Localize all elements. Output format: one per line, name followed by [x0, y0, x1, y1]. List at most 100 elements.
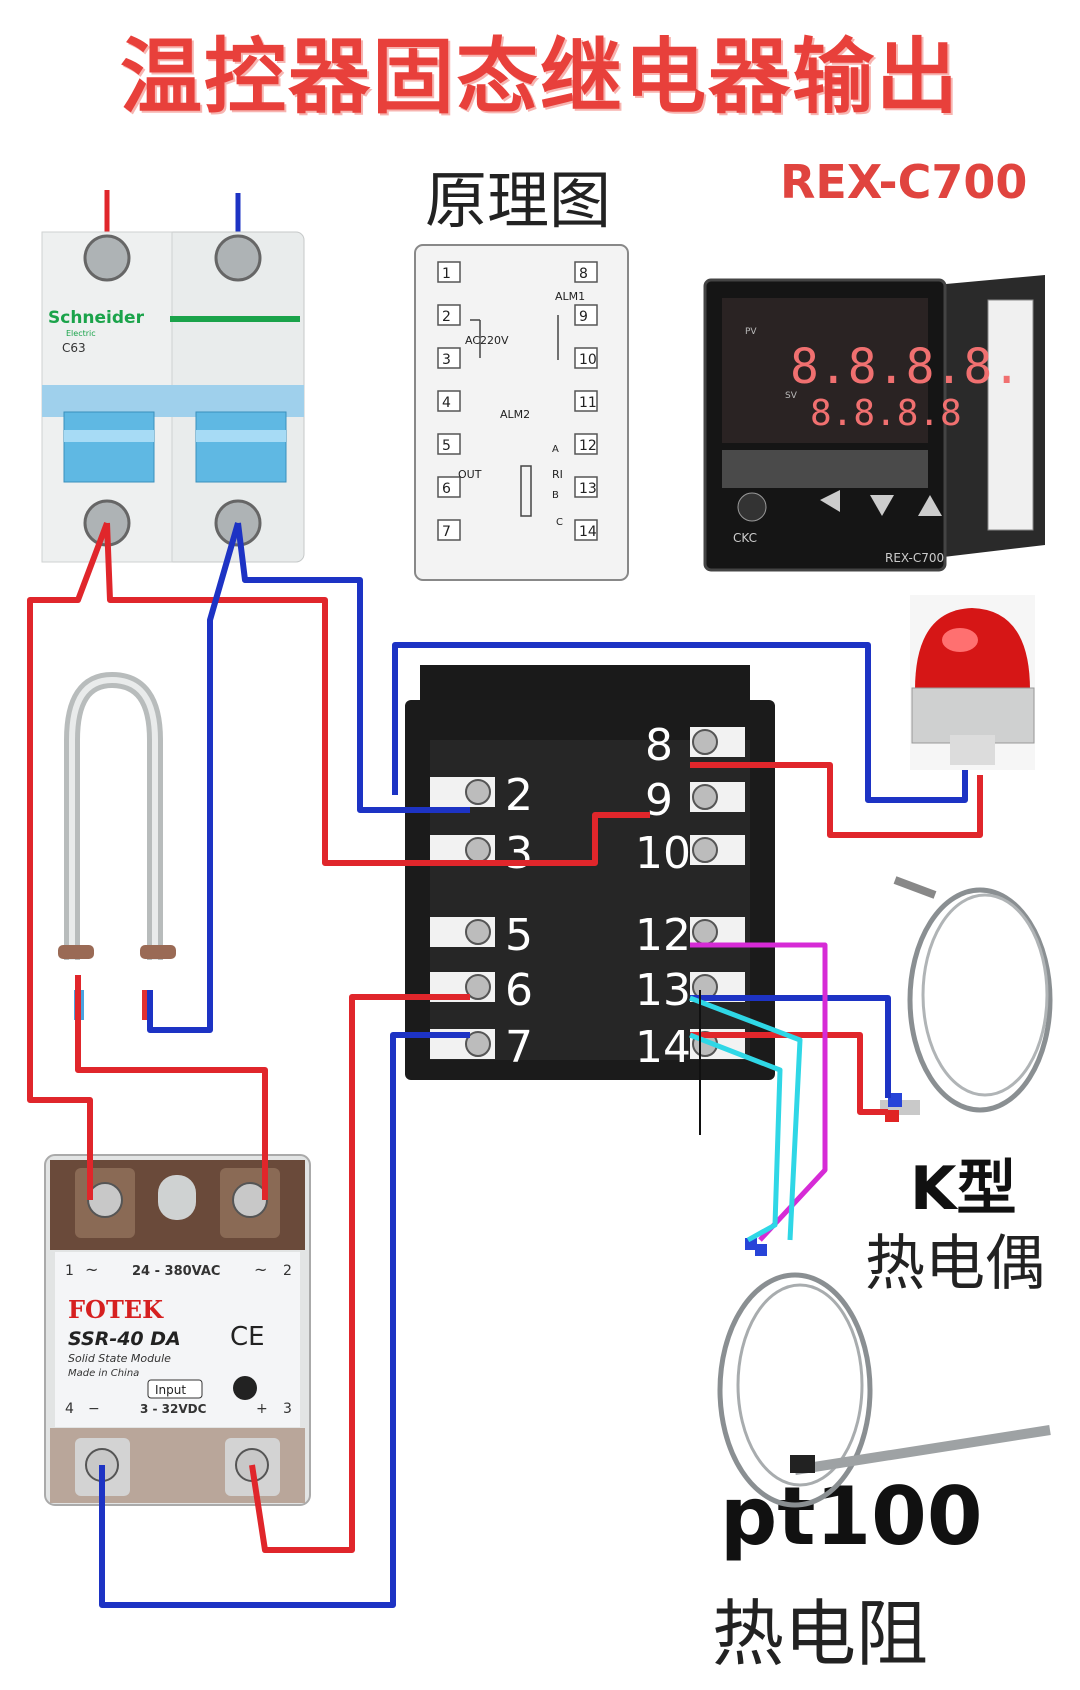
- ssr-led: [233, 1376, 257, 1400]
- terminal-label-right: 9: [645, 775, 673, 826]
- rtd-desc: 热电阻: [712, 1592, 929, 1676]
- schematic-ac-text: AC220V: [465, 334, 509, 347]
- wire-red: [690, 762, 983, 838]
- schematic-terminal: [574, 519, 598, 541]
- ssr-ce-mark: CE: [230, 1322, 265, 1352]
- schematic-alm2-text: ALM2: [500, 408, 530, 421]
- schematic-terminal-label: 13: [579, 481, 597, 497]
- ssr-minus: −: [88, 1401, 100, 1417]
- schematic-out-text: OUT: [458, 468, 482, 481]
- terminal-label-right: 10: [635, 828, 691, 879]
- wire-cyan: [689, 1032, 783, 1243]
- ssr-tilde-1: ~: [85, 1260, 98, 1279]
- thermocouple-label: K型: [910, 1154, 1017, 1224]
- ssr-module: 1 ~ 24 - 380VAC ~ 2 FOTEK SSR-40 DA CE S…: [44, 1154, 311, 1506]
- pv-display: 8.8.8.8.: [790, 339, 1021, 395]
- ssr-term-4: 4: [65, 1401, 74, 1417]
- pt100-probe: [717, 1238, 1051, 1508]
- pv-label: PV: [745, 327, 757, 337]
- schematic-b-text: B: [552, 490, 559, 501]
- schematic-terminal: [437, 261, 461, 283]
- breaker-brand-sub: Electric: [66, 329, 96, 338]
- schematic-terminal-label: 1: [442, 266, 451, 282]
- terminal-label-right: 8: [645, 720, 673, 771]
- terminal-label-left: 5: [505, 910, 533, 961]
- wire-blue: [99, 1032, 470, 1608]
- down-arrow-icon[interactable]: [870, 495, 894, 516]
- thermocouple-desc: 热电偶: [865, 1229, 1045, 1299]
- wire-red: [690, 1032, 888, 1115]
- terminal-label-left: 3: [505, 828, 533, 879]
- controller-brand: CKC: [733, 531, 757, 545]
- schematic-terminal-label: 8: [579, 266, 588, 282]
- schematic-terminal-label: 3: [442, 352, 451, 368]
- ssr-term-2: 2: [283, 1263, 292, 1279]
- wire-red: [104, 522, 650, 866]
- terminal-screw: [692, 919, 718, 945]
- terminal-label-right: 12: [635, 910, 691, 961]
- wire-blue: [392, 642, 968, 803]
- schematic-terminal: [437, 476, 461, 498]
- terminal-label-left: 6: [505, 965, 533, 1016]
- terminal-screw: [465, 919, 491, 945]
- schematic-terminal: [574, 261, 598, 283]
- ssr-plus: +: [256, 1401, 268, 1417]
- page-title: 温控器固态继电器输出: [119, 30, 960, 125]
- schematic-terminal-label: 11: [579, 395, 597, 411]
- schematic-terminal: [574, 304, 598, 326]
- schematic-terminal: [437, 433, 461, 455]
- schematic-ri-text: RI: [552, 468, 563, 481]
- wire-blue: [235, 522, 470, 813]
- schematic-terminal-label: 2: [442, 309, 451, 325]
- terminal-screw: [465, 974, 491, 1000]
- ssr-desc1: Solid State Module: [68, 1352, 171, 1365]
- schematic-terminal-label: 10: [579, 352, 597, 368]
- sv-display: 8.8.8.8: [810, 393, 962, 434]
- sv-label: SV: [785, 391, 798, 401]
- terminal-screw: [692, 837, 718, 863]
- schematic-label: 原理图: [425, 164, 612, 237]
- ssr-input-label: Input: [155, 1383, 186, 1397]
- schematic-a-text: A: [552, 444, 559, 455]
- wire-red: [27, 521, 110, 1200]
- wire-blue: [147, 522, 241, 1033]
- schematic-c-text: C: [556, 517, 563, 528]
- schematic-terminal: [437, 304, 461, 326]
- set-button[interactable]: [737, 492, 767, 522]
- schematic-terminal-label: 4: [442, 395, 451, 411]
- ssr-term-1: 1: [65, 1263, 74, 1279]
- wire-red: [75, 975, 268, 1200]
- schematic-terminal-label: 14: [579, 524, 597, 540]
- schematic-terminal: [574, 347, 598, 369]
- wire-cyan: [689, 995, 803, 1241]
- breaker-screw: [83, 234, 131, 282]
- terminal-screw: [692, 729, 718, 755]
- ssr-tilde-2: ~: [254, 1260, 267, 1279]
- schematic-terminal: [574, 476, 598, 498]
- schematic-terminal: [574, 390, 598, 412]
- alarm-light: [910, 595, 1035, 770]
- rtd-label: pt100: [720, 1470, 983, 1563]
- schematic-alm1-text: ALM1: [555, 290, 585, 303]
- heater-element: [58, 671, 176, 1020]
- terminal-label-left: 2: [505, 770, 533, 821]
- ssr-screw: [232, 1182, 268, 1218]
- schematic-terminal: [437, 519, 461, 541]
- shift-left-icon[interactable]: [820, 490, 840, 512]
- terminal-screw: [465, 837, 491, 863]
- schematic-terminal-label: 6: [442, 481, 451, 497]
- temperature-controller: PV 8.8.8.8. SV 8.8.8.8 CKC REX-C700: [703, 275, 1045, 572]
- ssr-model: SSR-40 DA: [68, 1328, 181, 1350]
- up-arrow-icon[interactable]: [918, 495, 942, 516]
- terminal-label-right: 13: [635, 965, 691, 1016]
- k-thermocouple: [880, 876, 1053, 1122]
- ssr-range-ac: 24 - 380VAC: [132, 1264, 220, 1279]
- terminal-screw: [465, 1031, 491, 1057]
- schematic-terminal: [437, 347, 461, 369]
- schematic-terminal-label: 7: [442, 524, 451, 540]
- breaker-screw: [214, 234, 262, 282]
- ssr-brand: FOTEK: [68, 1295, 164, 1324]
